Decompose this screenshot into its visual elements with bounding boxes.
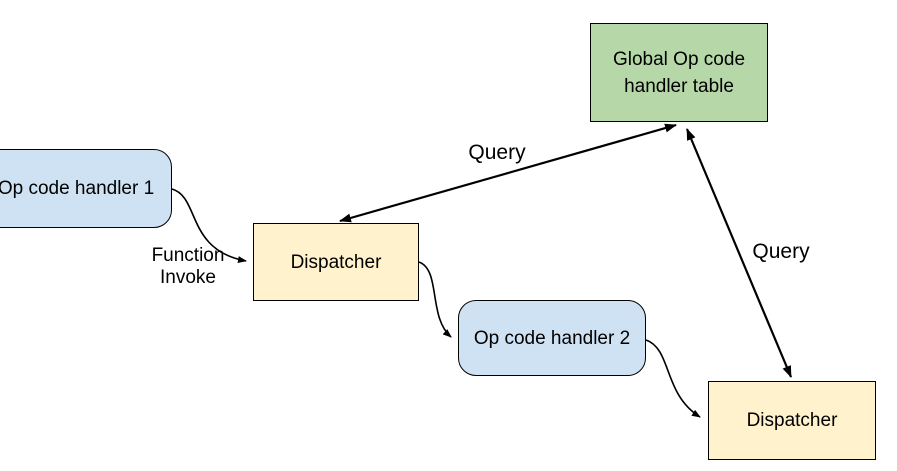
node-op-code-handler-1: Op code handler 1 xyxy=(0,149,172,228)
query-arrow-globaltable-dispatcher2 xyxy=(685,128,793,378)
arrow-handler2-dispatcher2 xyxy=(645,339,701,418)
node-dispatcher-1: Dispatcher xyxy=(253,223,419,301)
node-global-op-code-handler-table: Global Op code handler table xyxy=(590,23,768,122)
node-label: Dispatcher xyxy=(746,410,838,431)
query-arrow-dispatcher1-globaltable xyxy=(339,123,677,223)
node-label: Op code handler 1 xyxy=(0,178,155,199)
arrow-dispatcher1-handler2 xyxy=(418,261,452,338)
node-label: Op code handler 2 xyxy=(473,327,631,349)
node-label: Global Op code handler table xyxy=(612,48,746,97)
node-op-code-handler-2: Op code handler 2 xyxy=(458,300,646,376)
node-dispatcher-2: Dispatcher xyxy=(708,381,876,460)
edge-label-query-2: Query xyxy=(752,240,810,263)
edge-label-function-invoke: Function Invoke xyxy=(151,245,225,288)
function-invoke-arrow-handler1-dispatcher1 xyxy=(171,188,247,263)
node-label: Dispatcher xyxy=(290,251,382,273)
edge-label-query-1: Query xyxy=(468,141,526,164)
